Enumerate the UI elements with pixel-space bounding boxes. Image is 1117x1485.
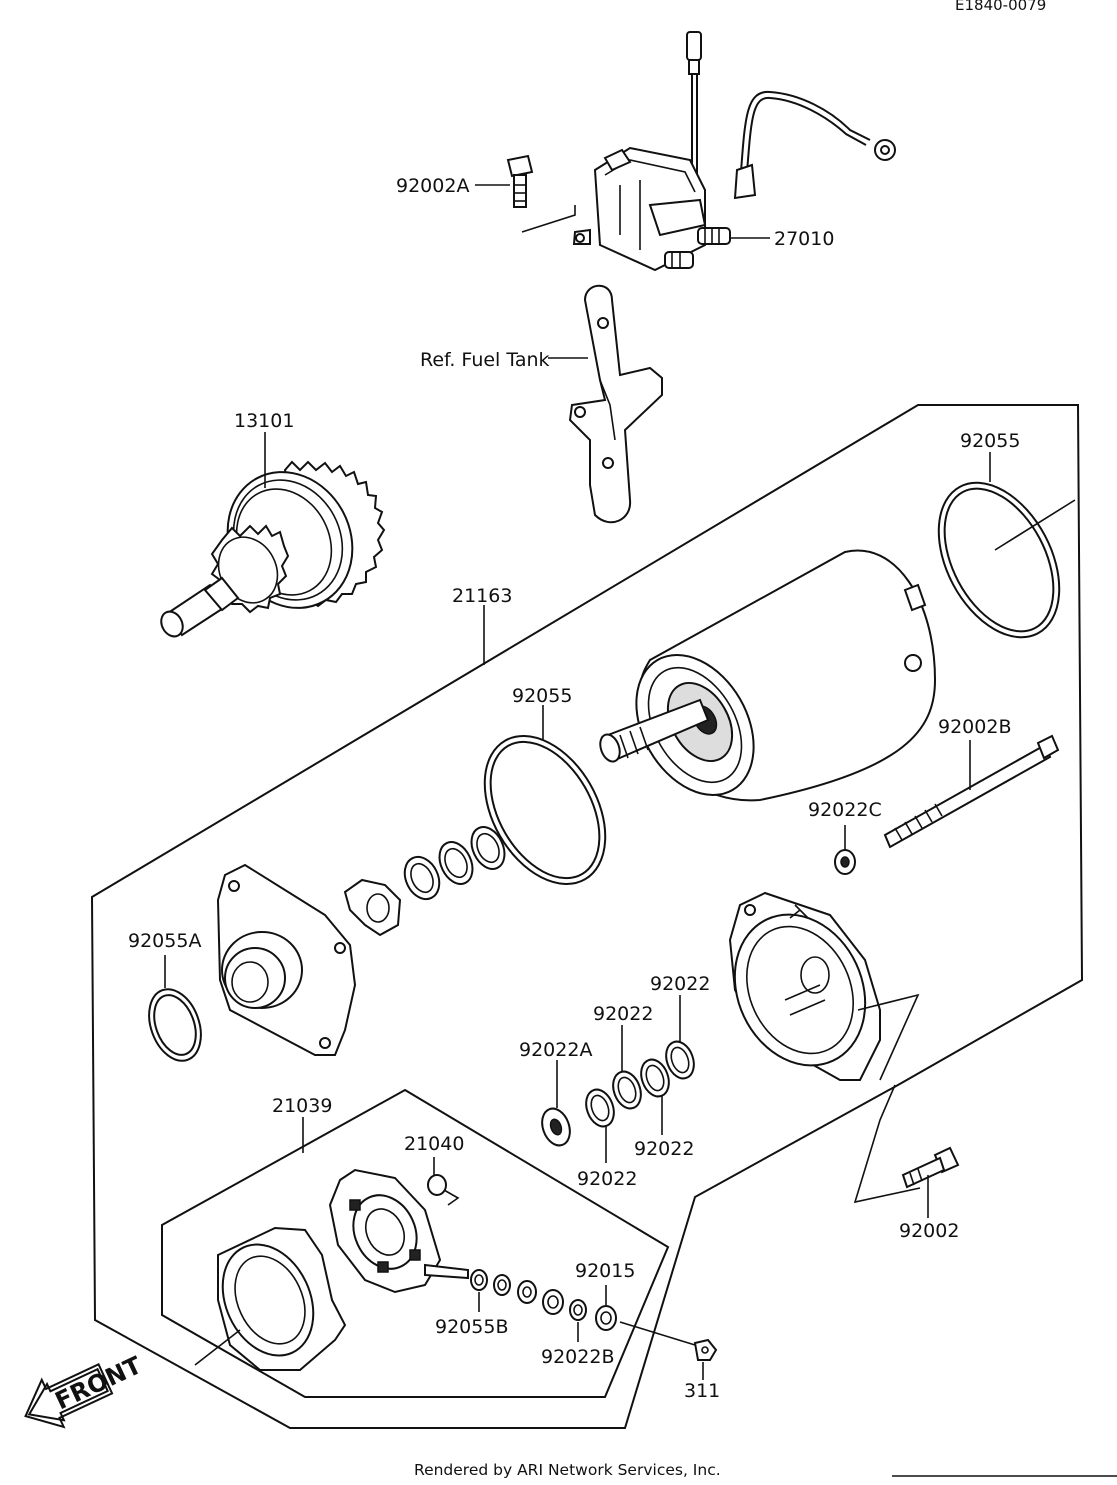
label-92002B: 92002B <box>938 716 1011 738</box>
bolt-92002-drawing <box>901 1146 960 1189</box>
figure-code: E1840-0079 <box>955 0 1046 14</box>
mounting-bracket-drawing <box>568 284 663 524</box>
label-92022B: 92022B <box>541 1346 614 1368</box>
label-311: 311 <box>684 1380 720 1402</box>
shaft-washers-drawing <box>343 826 506 937</box>
label-92022-d: 92022 <box>577 1168 637 1190</box>
label-ref-fuel-tank: Ref. Fuel Tank <box>420 349 550 371</box>
bolt-92002A-drawing <box>506 154 534 208</box>
label-13101: 13101 <box>234 410 294 432</box>
label-92022C: 92022C <box>808 799 882 821</box>
motor-yoke-drawing <box>599 549 937 802</box>
brush-holder-drawing <box>328 1168 442 1294</box>
front-cover-drawing <box>216 863 357 1056</box>
assembly-21163-boundary <box>90 404 1084 1429</box>
oring-92055A-drawing <box>148 988 202 1062</box>
label-21039: 21039 <box>272 1095 332 1117</box>
rear-cover-drawing <box>728 891 881 1081</box>
assembly-21039-boundary <box>161 1088 670 1398</box>
label-92015: 92015 <box>575 1260 635 1282</box>
oring-92055-top-drawing <box>937 481 1061 639</box>
label-92055B: 92055B <box>435 1316 508 1338</box>
label-92022A: 92022A <box>519 1039 592 1061</box>
terminal-bolt-drawing <box>424 1263 469 1280</box>
starter-relay-drawing <box>521 31 896 272</box>
nut-311-drawing <box>693 1338 718 1361</box>
label-21040: 21040 <box>404 1133 464 1155</box>
label-27010: 27010 <box>774 228 834 250</box>
label-92055-top: 92055 <box>960 430 1020 452</box>
through-bolt-92002B-drawing <box>883 734 1060 849</box>
front-label: FRONT <box>51 1351 147 1415</box>
washer-92022C-drawing <box>834 849 856 875</box>
label-92022-c: 92022 <box>634 1138 694 1160</box>
brush-spring-21040-drawing <box>427 1174 460 1206</box>
label-92002: 92002 <box>899 1220 959 1242</box>
footer-credit: Rendered by ARI Network Services, Inc. <box>414 1461 721 1479</box>
brush-cover-drawing <box>217 1226 347 1371</box>
label-92022-a: 92022 <box>650 973 710 995</box>
label-92022-b: 92022 <box>593 1003 653 1025</box>
label-21163: 21163 <box>452 585 512 607</box>
starter-clutch-drawing <box>160 460 386 638</box>
label-92055-mid: 92055 <box>512 685 572 707</box>
front-arrow-icon: FRONT <box>24 1351 147 1429</box>
label-92002A: 92002A <box>396 175 469 197</box>
label-92055A: 92055A <box>128 930 201 952</box>
terminal-washers-drawing <box>470 1269 617 1331</box>
oring-92055-mid-drawing <box>483 735 607 885</box>
